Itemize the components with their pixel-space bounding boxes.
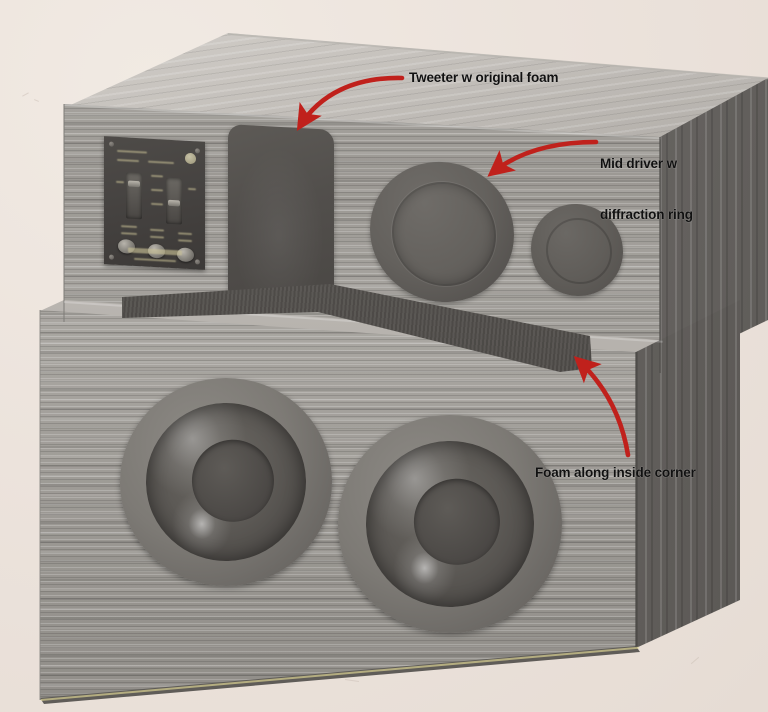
annotation-label-foam: Foam along inside corner <box>535 465 696 480</box>
panel-switch[interactable] <box>126 172 142 220</box>
panel-screw <box>109 254 114 260</box>
panel-text-mark <box>188 187 196 190</box>
cabinet-vertical-corner-upper <box>659 137 661 373</box>
annotation-label-mid-driver: Mid driver w diffraction ring <box>600 121 693 257</box>
panel-text-mark <box>150 235 164 239</box>
cabinet-vertical-corner-lower <box>635 352 637 648</box>
panel-text-mark <box>134 257 176 262</box>
panel-text-mark <box>117 149 147 154</box>
panel-text-mark <box>150 228 164 232</box>
panel-text-mark <box>151 188 163 191</box>
control-panel[interactable] <box>104 136 205 270</box>
panel-screw <box>109 141 114 147</box>
panel-text-mark <box>121 225 137 228</box>
cabinet-left-corner-lower <box>39 310 41 700</box>
panel-logo-badge <box>185 152 196 165</box>
panel-screw <box>195 259 200 265</box>
cabinet-left-corner-upper <box>63 104 65 322</box>
panel-text-mark <box>116 180 124 183</box>
panel-text-mark <box>148 160 174 164</box>
panel-text-mark <box>121 232 137 235</box>
panel-switch[interactable] <box>166 177 182 225</box>
annotation-label-mid-driver-line1: Mid driver w <box>600 156 677 171</box>
annotation-label-tweeter: Tweeter w original foam <box>409 70 559 85</box>
tweeter-foam-pad[interactable] <box>228 124 334 305</box>
panel-text-mark <box>151 174 163 177</box>
panel-text-mark <box>178 232 192 235</box>
panel-text-mark <box>178 239 192 242</box>
panel-screw <box>195 148 200 154</box>
panel-text-mark <box>151 202 163 205</box>
panel-text-mark <box>117 158 139 162</box>
annotation-label-mid-driver-line2: diffraction ring <box>600 207 693 222</box>
